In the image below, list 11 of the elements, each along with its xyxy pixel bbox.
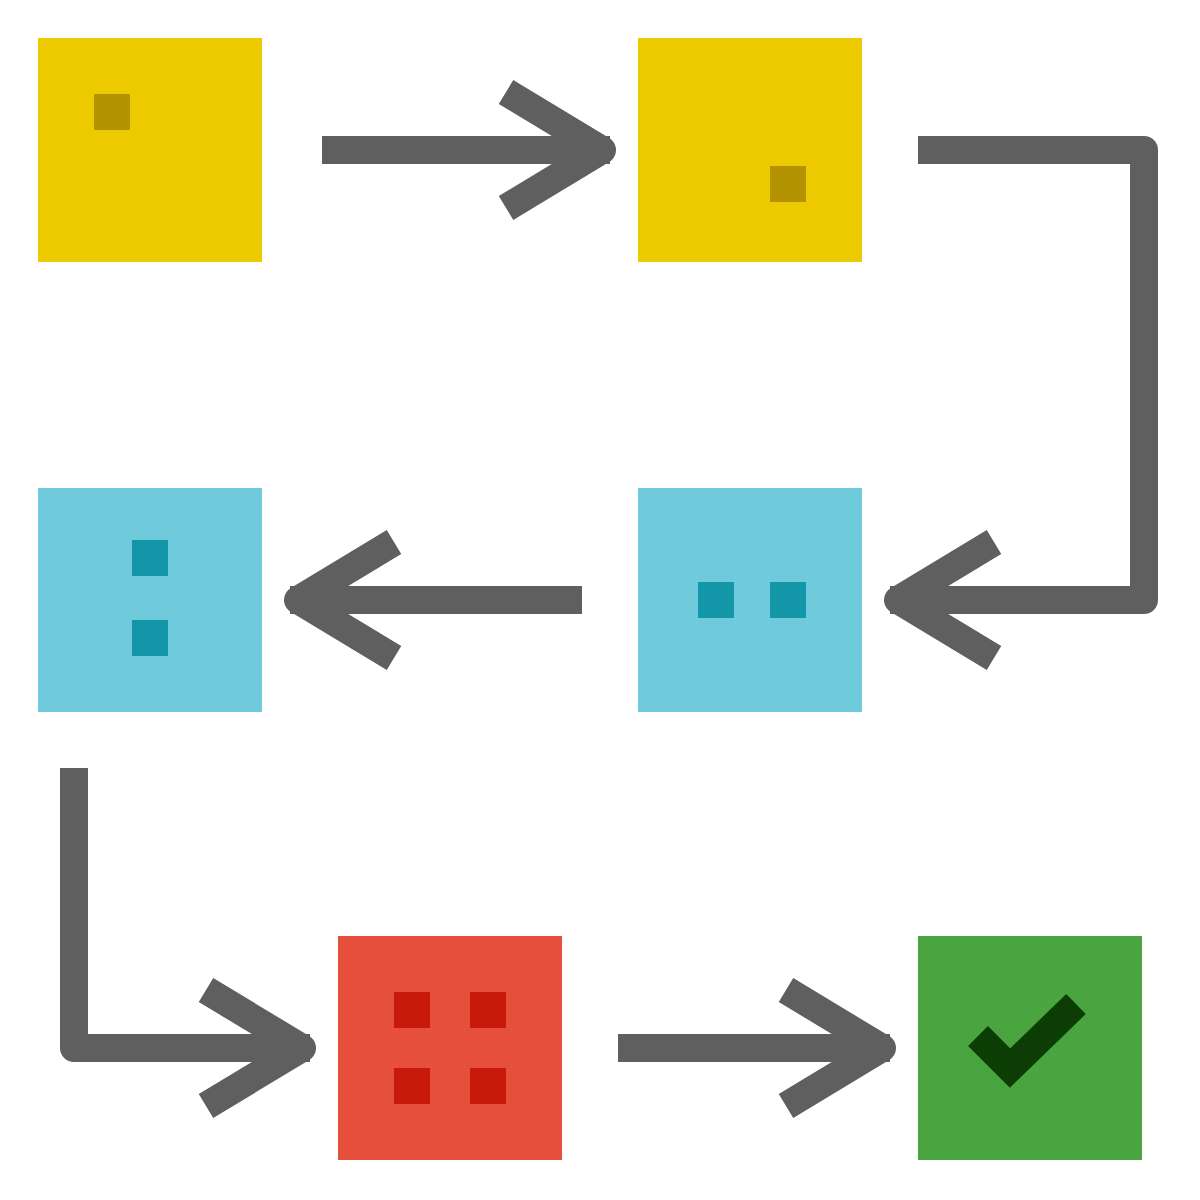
step-box (338, 936, 562, 1160)
step-box (38, 488, 262, 712)
step-box (638, 488, 862, 712)
arrow (884, 136, 1158, 672)
step-box (38, 38, 262, 262)
arrow (284, 528, 582, 672)
arrow (60, 768, 316, 1120)
arrow (618, 976, 896, 1120)
arrow (322, 78, 616, 222)
step-box (638, 38, 862, 262)
step-box (918, 936, 1142, 1160)
